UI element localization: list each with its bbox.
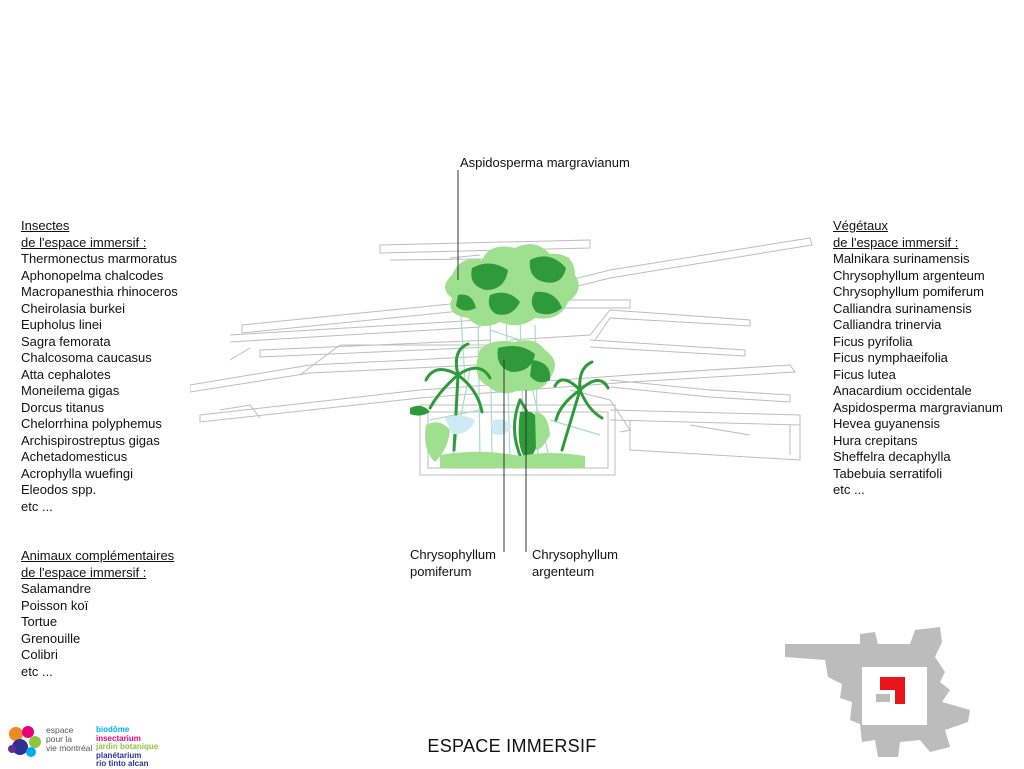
upper-canopy [445, 244, 579, 327]
logo-mark-icon [8, 726, 41, 757]
middle-canopy [476, 340, 555, 394]
callout-chrysophyllum-argenteum: Chrysophyllum argenteum [532, 547, 618, 580]
logo-line: planétarium [96, 750, 142, 760]
list-item: etc ... [833, 482, 865, 497]
plants-heading-line1: Végétaux [833, 218, 888, 233]
callout-aspidosperma: Aspidosperma margravianum [460, 155, 630, 170]
list-item: Sheffelra decaphylla [833, 449, 951, 464]
list-item: Poisson koï [21, 597, 89, 613]
list-item: Chrysophyllum pomiferum [833, 284, 984, 299]
list-item: Ficus pyrifolia [833, 333, 913, 349]
callout-line: Chrysophyllum [410, 547, 496, 562]
list-item: Ficus nymphaeifolia [833, 350, 948, 365]
list-item: Sagra femorata [21, 333, 111, 349]
list-item: Moneilema gigas [21, 383, 120, 398]
callout-line: Chrysophyllum [532, 547, 618, 562]
list-item: Salamandre [21, 581, 92, 596]
plants-list: Végétaux de l'espace immersif : Malnikar… [833, 218, 1003, 499]
list-item: Ficus lutea [833, 366, 896, 382]
plants-heading-line2: de l'espace immersif : [833, 234, 959, 250]
understory-foliage [410, 405, 585, 468]
list-item: Hevea guyanensis [833, 416, 940, 431]
logo-line: insectarium [96, 733, 141, 743]
immersive-space-illustration [190, 170, 813, 552]
site-map-wall [876, 694, 890, 702]
list-item: etc ... [21, 498, 53, 514]
list-item: Dorcus titanus [21, 399, 105, 415]
logo-text-left: espace pour la vie montréal [46, 726, 92, 753]
insects-heading-line2: de l'espace immersif : [21, 234, 147, 250]
list-item: Aphonopelma chalcodes [21, 267, 164, 283]
list-item: Malnikara surinamensis [833, 251, 970, 266]
site-map-highlight [880, 677, 905, 704]
list-item: Macropanesthia rhinoceros [21, 284, 178, 299]
logo-text-right: biodôme insectarium jardin botanique pla… [96, 725, 159, 769]
logo-line: rio tinto alcan [96, 759, 149, 768]
list-item: Grenouille [21, 630, 81, 646]
logo-line: pour la [46, 734, 72, 744]
callout-line: argenteum [532, 563, 595, 579]
list-item: Hura crepitans [833, 432, 918, 448]
logo-line: vie montréal [46, 743, 93, 753]
page-title: ESPACE IMMERSIF [427, 736, 597, 756]
insects-heading-line1: Insectes [21, 218, 70, 233]
animals-heading-line1: Animaux complémentaires [21, 548, 175, 563]
list-item: Eleodos spp. [21, 482, 97, 497]
list-item: Calliandra surinamensis [833, 300, 972, 316]
animals-heading-line2: de l'espace immersif : [21, 564, 147, 580]
list-item: Eupholus linei [21, 317, 102, 332]
list-item: Cheirolasia burkei [21, 300, 126, 316]
site-map-inner-courtyard [862, 667, 927, 725]
list-item: Tortue [21, 614, 58, 629]
animals-list: Animaux complémentaires de l'espace imme… [21, 548, 174, 680]
list-item: Achetadomesticus [21, 449, 128, 464]
callout-chrysophyllum-pomiferum: Chrysophyllum pomiferum [410, 547, 496, 580]
list-item: Anacardium occidentale [833, 383, 972, 398]
logo-line: espace [46, 725, 74, 735]
list-item: Chrysophyllum argenteum [833, 267, 985, 283]
list-item: Thermonectus marmoratus [21, 251, 178, 266]
palm-trees [424, 342, 610, 462]
site-key-map [785, 627, 970, 757]
list-item: Calliandra trinervia [833, 317, 942, 332]
list-item: Colibri [21, 647, 58, 662]
espace-pour-la-vie-logo: espace pour la vie montréal biodôme inse… [6, 720, 166, 768]
callout-leader-lines [457, 170, 527, 552]
list-item: Tabebuia serratifoli [833, 465, 943, 481]
list-item: etc ... [21, 663, 53, 679]
insects-list: Insectes de l'espace immersif : Thermone… [21, 218, 178, 515]
list-item: Aspidosperma margravianum [833, 399, 1003, 415]
list-item: Chalcosoma caucasus [21, 350, 152, 365]
logo-line: biodôme [96, 725, 130, 734]
list-item: Atta cephalotes [21, 366, 111, 382]
list-item: Archispirostreptus gigas [21, 432, 160, 448]
logo-line: jardin botanique [96, 742, 159, 751]
callout-line: pomiferum [410, 563, 472, 579]
list-item: Acrophylla wuefingi [21, 465, 134, 481]
list-item: Chelorrhina polyphemus [21, 416, 162, 431]
